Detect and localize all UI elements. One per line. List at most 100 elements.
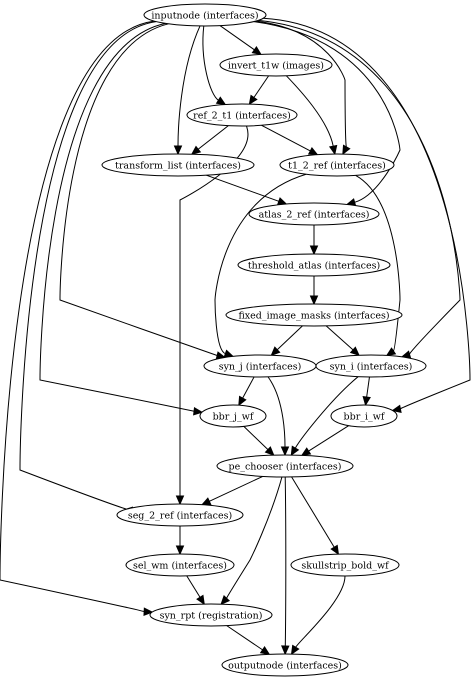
- node-label: inputnode (interfaces): [151, 10, 258, 21]
- arrowhead: [270, 346, 281, 357]
- edge-line: [209, 475, 263, 502]
- node-ellipse: [199, 404, 267, 428]
- edge-line: [177, 25, 201, 147]
- node-t1-2-ref: t1_2_ref (interfaces): [279, 153, 395, 177]
- node-bbr-i-wf: bbr_i_wf: [330, 404, 398, 428]
- node-outputnode: outputnode (interfaces): [221, 653, 349, 677]
- node-ellipse: [116, 503, 244, 527]
- edge-line: [197, 125, 229, 150]
- node-ellipse: [279, 153, 395, 177]
- edge-skullstrip_bold_wf-to-outputnode: [290, 575, 346, 656]
- edge-inputnode-to-syn_rpt: [0, 20, 155, 616]
- edge-syn_i-to-pe_chooser: [290, 376, 359, 457]
- edge-line: [243, 426, 269, 450]
- node-inputnode: inputnode (interfaces): [143, 3, 267, 27]
- edge-invert_t1w-to-t1_2_ref: [286, 75, 338, 156]
- node-label: pe_chooser (interfaces): [229, 461, 342, 472]
- edge-pe_chooser-to-outputnode: [281, 476, 290, 656]
- edge-line: [219, 25, 255, 51]
- arrowhead: [280, 446, 290, 457]
- node-ellipse: [225, 303, 403, 327]
- edge-line: [202, 25, 219, 101]
- arrowhead: [342, 144, 351, 156]
- node-label: invert_t1w (images): [228, 60, 324, 71]
- edge-line: [0, 20, 155, 613]
- node-sel-wm: sel_wm (interfaces): [125, 553, 235, 577]
- arrowhead: [281, 645, 290, 656]
- edge-line: [214, 173, 307, 355]
- arrowhead: [193, 406, 204, 416]
- edge-line: [253, 75, 269, 98]
- edge-t1_2_ref-to-syn_i: [355, 174, 401, 357]
- arrowhead: [307, 146, 319, 156]
- edge-line: [295, 575, 346, 648]
- edge-ref_2_t1-to-t1_2_ref: [261, 124, 319, 156]
- arrowhead: [196, 594, 205, 606]
- node-ellipse: [149, 603, 273, 627]
- node-ellipse: [143, 3, 267, 27]
- arrowhead: [349, 346, 360, 357]
- arrowhead: [391, 404, 402, 414]
- node-atlas-2-ref: atlas_2_ref (interfaces): [248, 202, 380, 226]
- edge-inputnode-to-t1_2_ref: [255, 20, 351, 156]
- edge-line: [286, 75, 334, 147]
- edge-line: [39, 22, 195, 412]
- node-label: t1_2_ref (interfaces): [288, 160, 386, 171]
- node-label: syn_rpt (registration): [160, 610, 263, 621]
- node-ellipse: [216, 454, 354, 478]
- arrowhead: [190, 145, 202, 155]
- node-ellipse: [330, 404, 398, 428]
- edge-bbr_i_wf-to-pe_chooser: [300, 425, 349, 457]
- node-label: syn_j (interfaces): [219, 361, 302, 372]
- edge-ref_2_t1-to-transform_list: [190, 125, 229, 155]
- edge-line: [253, 21, 401, 203]
- arrowhead: [330, 544, 340, 556]
- node-ellipse: [101, 153, 255, 177]
- node-ellipse: [221, 653, 349, 677]
- arrowhead: [220, 595, 231, 606]
- node-syn-j: syn_j (interfaces): [203, 354, 317, 378]
- node-syn-rpt: syn_rpt (registration): [149, 603, 273, 627]
- edge-inputnode-to-atlas_2_ref: [253, 21, 401, 207]
- node-label: seg_2_ref (interfaces): [128, 510, 232, 521]
- arrowhead: [173, 145, 183, 156]
- edge-line: [255, 20, 348, 148]
- node-skullstrip-bold-wf: skullstrip_bold_wf: [290, 553, 400, 577]
- edge-fixed_image_masks-to-syn_j: [270, 325, 303, 357]
- edge-line: [263, 17, 471, 410]
- edge-line: [366, 376, 370, 398]
- arrowhead: [309, 295, 319, 306]
- edge-line: [291, 476, 335, 548]
- node-ref-2-t1: ref_2_t1 (interfaces): [186, 103, 298, 127]
- node-ellipse: [315, 354, 427, 378]
- edge-line: [261, 124, 311, 152]
- node-ellipse: [125, 553, 235, 577]
- node-invert-t1w: invert_t1w (images): [219, 53, 333, 77]
- arrowhead: [175, 545, 185, 556]
- edge-line: [242, 376, 255, 399]
- edge-bbr_j_wf-to-pe_chooser: [243, 426, 275, 457]
- arrowhead: [248, 94, 258, 106]
- arrowhead: [290, 644, 300, 656]
- edge-syn_j-to-bbr_j_wf: [238, 376, 255, 407]
- edge-line: [284, 476, 287, 647]
- node-seg-2-ref: seg_2_ref (interfaces): [116, 503, 244, 527]
- edge-inputnode-to-seg_2_ref: [19, 21, 157, 515]
- edge-pe_chooser-to-skullstrip_bold_wf: [291, 476, 340, 556]
- edge-threshold_atlas-to-fixed_image_masks: [309, 276, 319, 306]
- arrowhead: [215, 96, 227, 106]
- node-label: bbr_j_wf: [213, 411, 255, 422]
- node-transform-list: transform_list (interfaces): [101, 153, 255, 177]
- edge-inputnode-to-transform_list: [173, 25, 201, 156]
- edge-line: [294, 376, 359, 449]
- arrowhead: [385, 347, 397, 357]
- arrowhead: [300, 447, 312, 457]
- edge-inputnode-to-invert_t1w: [219, 25, 262, 56]
- edge-line: [226, 625, 263, 651]
- node-label: fixed_image_masks (interfaces): [238, 310, 389, 321]
- edge-line: [258, 19, 461, 356]
- arrowhead: [264, 446, 275, 457]
- edge-fixed_image_masks-to-syn_i: [325, 325, 360, 357]
- node-ellipse: [248, 202, 380, 226]
- edge-pe_chooser-to-syn_rpt: [220, 476, 283, 606]
